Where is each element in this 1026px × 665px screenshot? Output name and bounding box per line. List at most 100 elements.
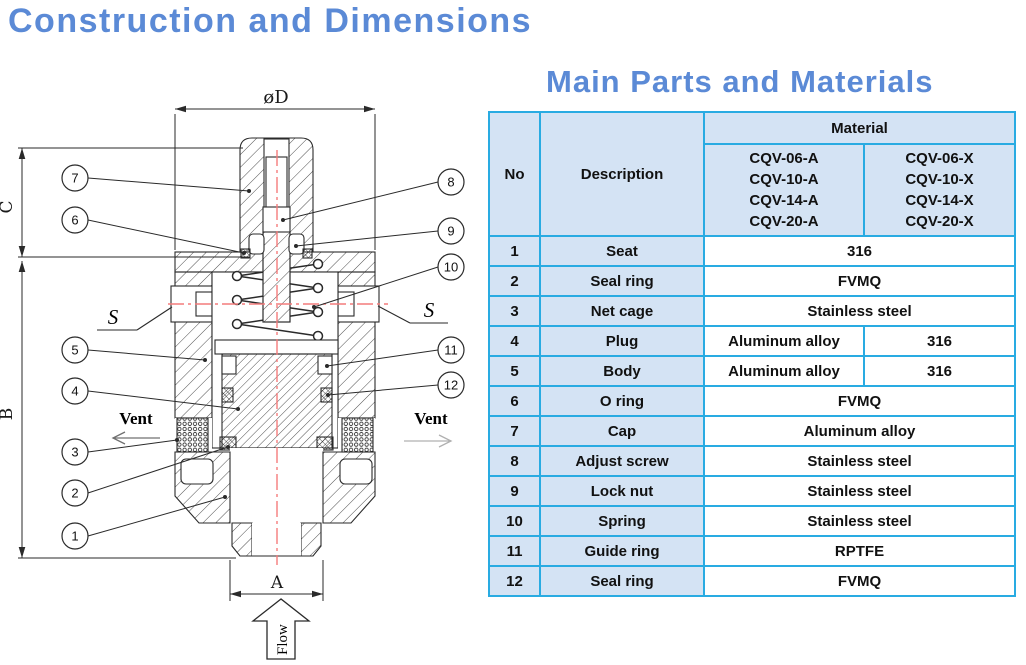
table-cell: 5 <box>488 355 541 387</box>
model-code: CQV-06-X <box>905 150 974 167</box>
table-cell: 9 <box>488 475 541 507</box>
table-cell: RPTFE <box>702 535 1017 567</box>
leader-dot-1 <box>223 495 227 499</box>
balloon-circle-12 <box>437 371 465 399</box>
table-title: Main Parts and Materials <box>546 64 934 99</box>
table-cell: 3 <box>488 295 541 327</box>
vent-arrow-left <box>111 431 160 445</box>
dim-label-a: A <box>270 573 284 593</box>
balloon-leader-7 <box>87 177 250 192</box>
valve-cross-section-drawing: øD C B A S S Vent Vent Flow 123456789101… <box>0 87 465 660</box>
table-cell: FVMQ <box>702 385 1017 417</box>
balloon-leader-1 <box>87 496 226 537</box>
table-cell: FVMQ <box>702 565 1017 597</box>
table-cell: 6 <box>488 385 541 417</box>
table-cell: Spring <box>539 505 705 537</box>
flow-arrow <box>251 598 311 660</box>
balloon-circle-11 <box>437 336 465 364</box>
balloon-leader-5 <box>87 349 206 361</box>
balloon-leader-2 <box>87 446 229 494</box>
balloon-circle-7 <box>61 164 89 192</box>
table-cell: 8 <box>488 445 541 477</box>
table-cell: Guide ring <box>539 535 705 567</box>
balloon-number-3: 3 <box>71 445 78 460</box>
table-cell: Stainless steel <box>702 475 1017 507</box>
table-cell: 316 <box>702 235 1017 267</box>
flow-annotation: Flow <box>251 598 311 660</box>
table-cell: O ring <box>539 385 705 417</box>
table-cell: 2 <box>488 265 541 297</box>
model-code: CQV-10-A <box>749 171 819 188</box>
table-cell: 7 <box>488 415 541 447</box>
leader-dot-4 <box>236 407 240 411</box>
balloon-circle-1 <box>61 522 89 550</box>
leader-dot-5 <box>203 358 207 362</box>
balloon-number-11: 11 <box>444 343 458 358</box>
table-cell: Stainless steel <box>702 445 1017 477</box>
dimension-lines <box>18 105 376 601</box>
balloon-leader-11 <box>326 349 439 367</box>
table-cell: Seal ring <box>539 265 705 297</box>
balloon-number-4: 4 <box>71 384 78 399</box>
table-cell: Seat <box>539 235 705 267</box>
seal-ring-2-left <box>219 436 237 451</box>
model-code: CQV-14-A <box>749 192 819 209</box>
balloon-number-9: 9 <box>447 224 454 239</box>
table-cell: Plug <box>539 325 705 357</box>
lower-flange <box>174 451 376 524</box>
balloon-number-2: 2 <box>71 486 78 501</box>
header-material: Material <box>702 111 1017 145</box>
balloon-leader-6 <box>87 219 245 254</box>
table-cell: Body <box>539 355 705 387</box>
balloon-circle-6 <box>61 206 89 234</box>
balloon-number-10: 10 <box>444 260 458 275</box>
leader-dot-7 <box>247 189 251 193</box>
balloon-leader-10 <box>313 266 439 308</box>
dim-label-c: C <box>0 200 17 213</box>
leader-dot-11 <box>325 364 329 368</box>
table-cell: 316 <box>862 355 1017 387</box>
leader-dot-2 <box>226 445 230 449</box>
balloon-number-8: 8 <box>447 175 454 190</box>
header-description: Description <box>539 111 705 237</box>
balloon-leader-3 <box>87 439 178 453</box>
balloon-circle-8 <box>437 168 465 196</box>
table-cell: 10 <box>488 505 541 537</box>
model-code: CQV-20-X <box>905 213 974 230</box>
table-cell: 4 <box>488 325 541 357</box>
leader-dot-12 <box>326 393 330 397</box>
table-cell: Seal ring <box>539 565 705 597</box>
balloon-circle-5 <box>61 336 89 364</box>
balloon-circle-2 <box>61 479 89 507</box>
section-markers: S S <box>97 298 448 331</box>
header-no: No <box>488 111 541 237</box>
dim-label-b: B <box>0 408 17 421</box>
leader-dot-10 <box>312 305 316 309</box>
balloon-leader-12 <box>327 384 439 396</box>
balloon-circle-9 <box>437 217 465 245</box>
vent-arrow-right <box>404 434 453 448</box>
balloon-circle-10 <box>437 253 465 281</box>
balloon-number-1: 1 <box>71 529 78 544</box>
vent-label-right: Vent <box>414 409 448 428</box>
section-label-right: S <box>424 298 435 322</box>
vent-label-left: Vent <box>119 409 153 428</box>
leader-dot-9 <box>294 244 298 248</box>
page-title: Construction and Dimensions <box>8 2 533 40</box>
section-label-left: S <box>108 305 119 329</box>
balloon-number-6: 6 <box>71 213 78 228</box>
guide-ring-left <box>221 355 237 375</box>
table-cell: Stainless steel <box>702 505 1017 537</box>
table-cell: 316 <box>862 325 1017 357</box>
balloon-circle-4 <box>61 377 89 405</box>
